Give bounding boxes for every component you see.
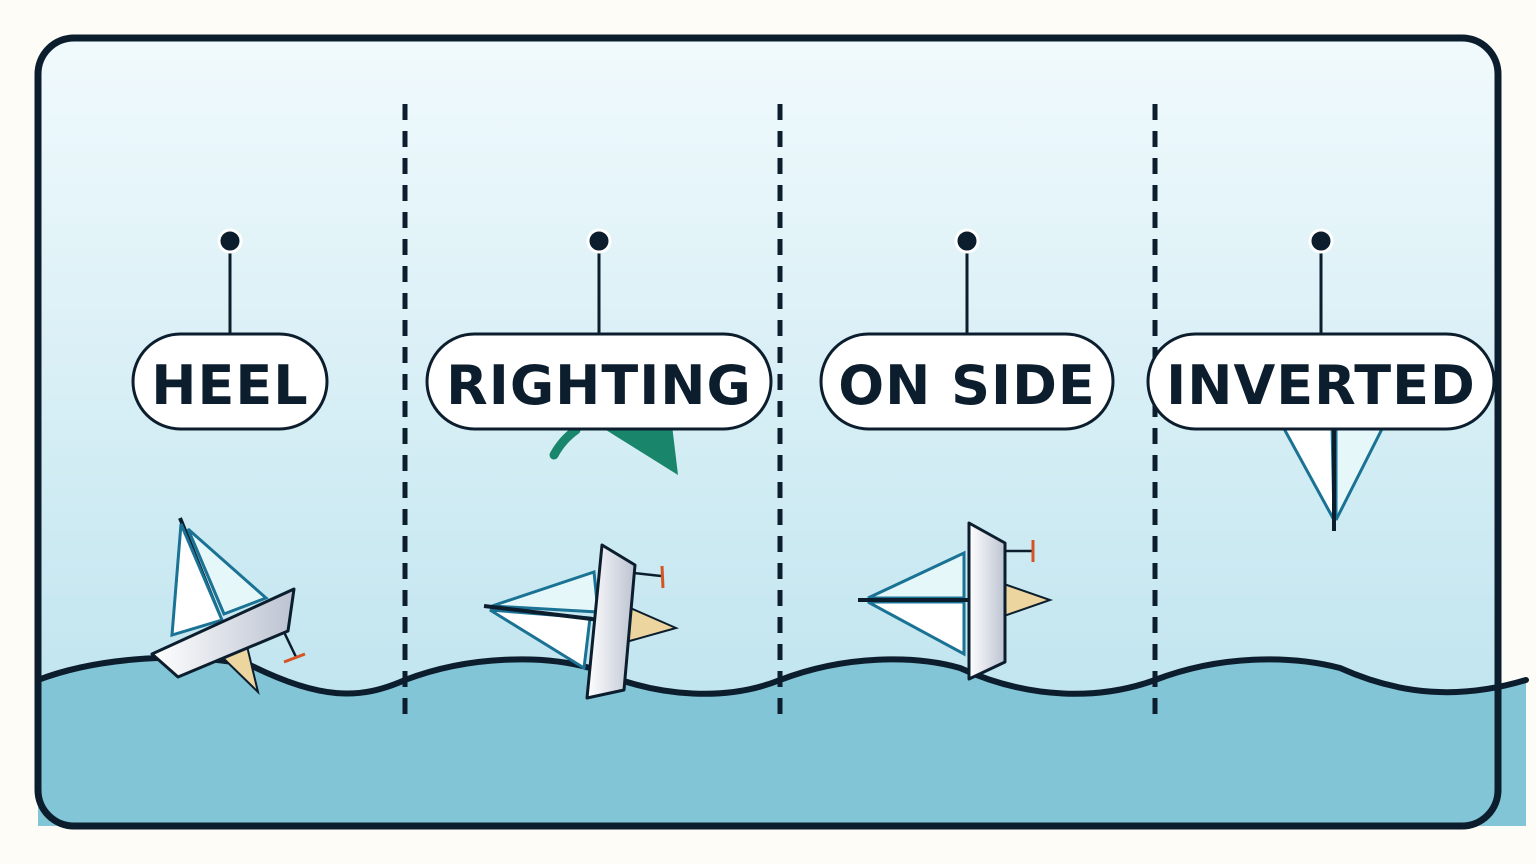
heel-hull [150, 587, 296, 679]
boat-heel [150, 517, 306, 696]
stage-righting: RIGHTING [425, 228, 773, 431]
heel-pin-dot [217, 228, 243, 254]
righting-label-pill [425, 332, 773, 431]
righting-pin-dot [586, 228, 612, 254]
heel-rudder [282, 631, 306, 664]
on-side-hull [967, 521, 1007, 681]
righting-mast [483, 604, 601, 622]
on-side-pin-dot [954, 228, 980, 254]
righting-arrow [549, 425, 678, 475]
inverted-pin-dot [1308, 228, 1334, 254]
boat-on-side [858, 521, 1054, 681]
heel-mainsail [170, 523, 225, 638]
righting-arrow-arc [549, 425, 581, 460]
stage-inverted: INVERTED [1146, 228, 1496, 431]
on-side-label: ON SIDE [838, 354, 1096, 417]
heel-label: HEEL [151, 354, 308, 417]
righting-rudder [633, 565, 665, 589]
boat-righting [483, 543, 679, 700]
heel-jib [186, 527, 269, 616]
inverted-label-pill [1146, 332, 1496, 431]
diagram-frame [34, 34, 1502, 830]
heel-label-pill [131, 332, 329, 431]
inverted-label: INVERTED [1166, 354, 1476, 417]
righting-arrow-head [598, 425, 678, 475]
stage-heel: HEEL [131, 228, 329, 431]
stage-on-side: ON SIDE [819, 228, 1115, 431]
righting-hull [585, 543, 637, 700]
righting-label: RIGHTING [446, 354, 752, 417]
on-side-label-pill [819, 332, 1115, 431]
stage-dividers [402, 104, 1158, 722]
on-side-rudder [1004, 540, 1035, 562]
